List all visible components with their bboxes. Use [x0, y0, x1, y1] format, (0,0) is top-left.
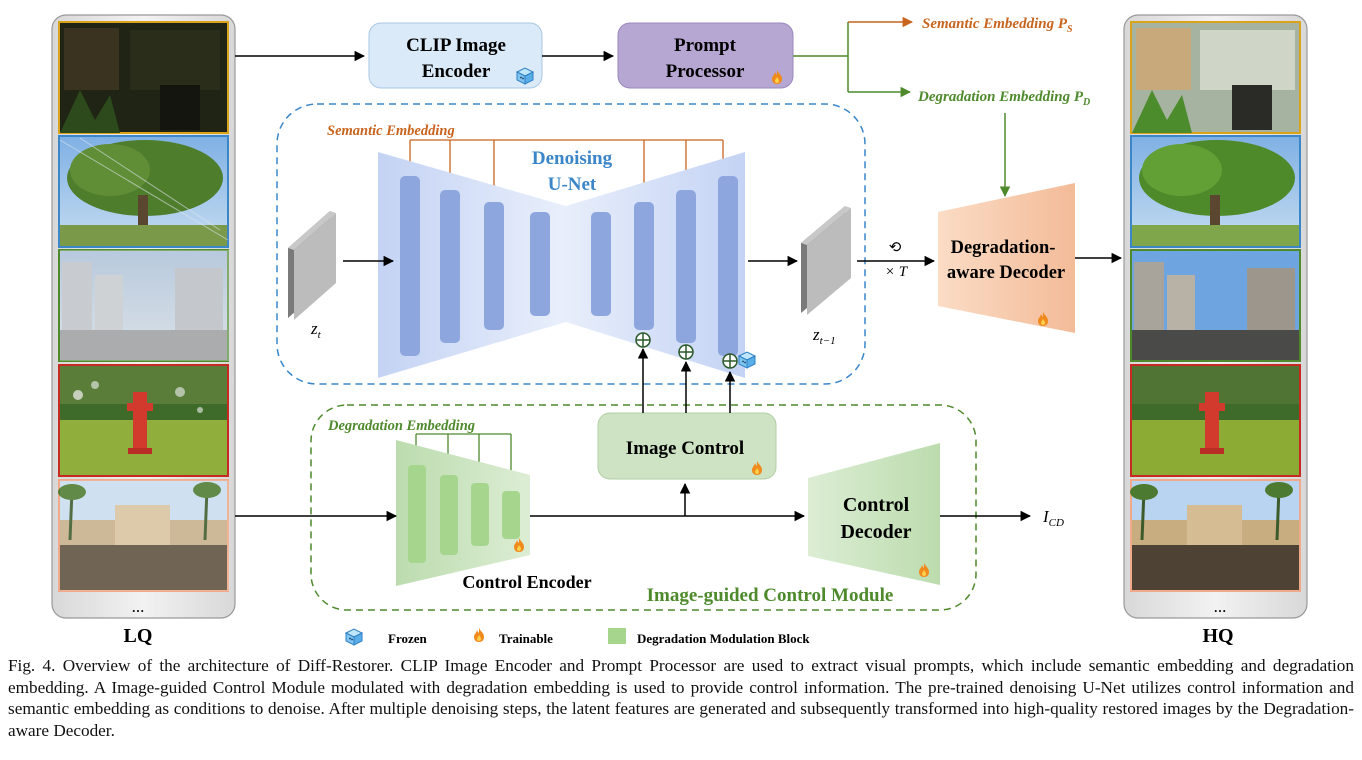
unet-semantic-embedding-label: Semantic Embedding — [327, 123, 455, 139]
degradation-modulation-block — [408, 465, 426, 563]
hq-panel: ... — [1123, 14, 1308, 619]
hq-image-lowlight — [1130, 21, 1301, 134]
degradation-aware-decoder: Degradation- aware Decoder — [938, 183, 1075, 333]
unet-block — [440, 190, 460, 343]
lq-image-tree — [58, 135, 229, 248]
clip-encoder-line2: Encoder — [422, 61, 491, 82]
latent-zt-label: zt — [310, 319, 322, 341]
control-injection — [635, 332, 738, 413]
hq-ellipsis: ... — [1214, 597, 1227, 616]
image-control: Image Control — [597, 412, 777, 480]
control-module-title: Image-guided Control Module — [647, 585, 894, 606]
trainable-icon — [474, 628, 484, 642]
unet-block — [591, 212, 611, 316]
degradation-modulation-block — [471, 483, 489, 546]
control-module-border — [310, 404, 977, 611]
frozen-icon — [345, 628, 363, 646]
prompt-processor-line2: Processor — [666, 61, 745, 82]
unet-block — [400, 176, 420, 356]
semantic-embedding-output-label: Semantic Embedding PS — [922, 16, 1073, 35]
denoising-region-border — [276, 103, 866, 385]
control-decoder-line2: Decoder — [840, 521, 911, 543]
legend-block: Degradation Modulation Block — [637, 631, 810, 646]
decoder-line1: Degradation- — [951, 238, 1056, 258]
degradation-embedding-output-label: Degradation Embedding PD — [917, 89, 1090, 108]
latent-zt-minus-1 — [801, 206, 851, 315]
lq-panel: ... — [51, 14, 236, 619]
frozen-icon — [516, 67, 534, 85]
add-icon — [722, 353, 738, 369]
decoder-line2: aware Decoder — [947, 263, 1065, 283]
frozen-icon — [738, 351, 756, 369]
hq-image-crowd — [1130, 479, 1301, 592]
degradation-modulation-block — [502, 491, 520, 539]
control-encoder-label: Control Encoder — [462, 572, 591, 592]
add-icon — [635, 332, 651, 348]
control-output-label: ICD — [1042, 507, 1064, 529]
legend-trainable: Trainable — [499, 631, 553, 646]
legend-frozen: Frozen — [388, 631, 428, 646]
unet-block — [676, 190, 696, 343]
latent-zt — [288, 211, 336, 320]
figure-caption: Fig. 4. Overview of the architecture of … — [8, 656, 1354, 740]
hq-label: HQ — [1202, 625, 1233, 647]
lq-image-lowlight — [58, 21, 229, 134]
lq-label: LQ — [124, 625, 153, 647]
loop-times-label: × T — [885, 264, 909, 280]
unet-block — [718, 176, 738, 356]
denoising-unet: Denoising U-Net — [378, 148, 756, 378]
legend-block-swatch — [608, 628, 626, 644]
control-encoder-embedding-label: Degradation Embedding — [327, 418, 475, 434]
unet-block — [530, 212, 550, 316]
loop-icon: ⟲ — [889, 240, 902, 256]
lq-image-hydrant — [58, 364, 229, 477]
hq-image-tree — [1130, 135, 1301, 248]
prompt-processor-line1: Prompt — [674, 35, 737, 56]
unet-block — [484, 202, 504, 330]
add-icon — [678, 344, 694, 360]
lq-ellipsis: ... — [132, 597, 145, 616]
lq-image-crowd — [58, 479, 229, 592]
prompt-processor: Prompt Processor — [617, 22, 794, 89]
control-decoder: Control Decoder — [808, 443, 940, 585]
hq-image-hydrant — [1130, 364, 1301, 477]
image-control-label: Image Control — [626, 438, 744, 459]
clip-image-encoder: CLIP Image Encoder — [368, 22, 543, 89]
hq-image-haze — [1130, 249, 1301, 362]
lq-image-haze — [58, 249, 229, 362]
legend: Frozen Trainable Degradation Modulation … — [345, 628, 810, 646]
architecture-diagram: ... LQ — [51, 14, 1308, 647]
control-decoder-line1: Control — [843, 494, 910, 516]
unet-block — [634, 202, 654, 330]
unet-title-line1: Denoising — [532, 148, 613, 169]
latent-zt-minus-1-label: zt−1 — [812, 325, 836, 347]
control-encoder — [396, 440, 530, 586]
degradation-modulation-block — [440, 475, 458, 555]
unet-title-line2: U-Net — [548, 174, 597, 195]
clip-encoder-line1: CLIP Image — [406, 35, 506, 56]
